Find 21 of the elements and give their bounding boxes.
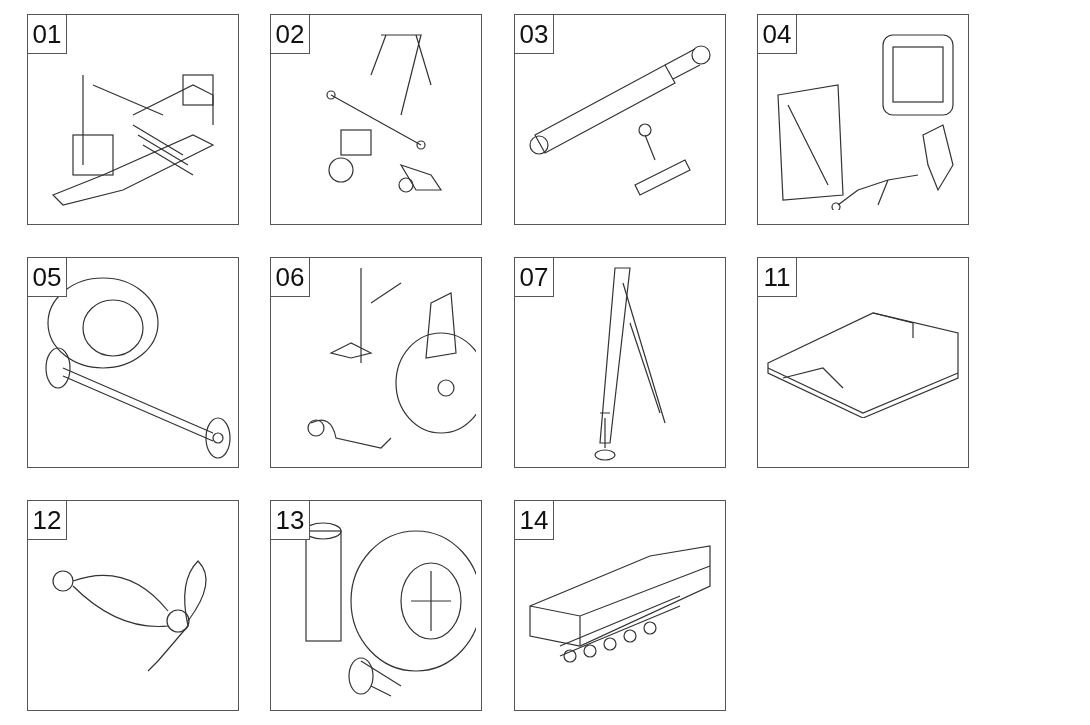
catalog-tile	[514, 257, 726, 468]
number-tab: 01	[27, 14, 67, 54]
number-tab: 13	[270, 500, 310, 540]
catalog-tile	[514, 14, 726, 225]
number-tab: 04	[757, 14, 797, 54]
number-tab: 07	[514, 257, 554, 297]
number-tab: 14	[514, 500, 554, 540]
catalog-tile	[270, 257, 482, 468]
number-tab: 11	[757, 257, 797, 297]
number-tab: 02	[270, 14, 310, 54]
catalog-tile	[270, 14, 482, 225]
catalog-tile	[757, 257, 969, 468]
number-tab: 05	[27, 257, 67, 297]
number-tab: 03	[514, 14, 554, 54]
number-tab: 12	[27, 500, 67, 540]
number-tab: 06	[270, 257, 310, 297]
catalog-tile	[27, 500, 239, 711]
catalog-tile	[757, 14, 969, 225]
catalog-tile	[514, 500, 726, 711]
catalog-tile	[27, 14, 239, 225]
catalog-tile	[270, 500, 482, 711]
